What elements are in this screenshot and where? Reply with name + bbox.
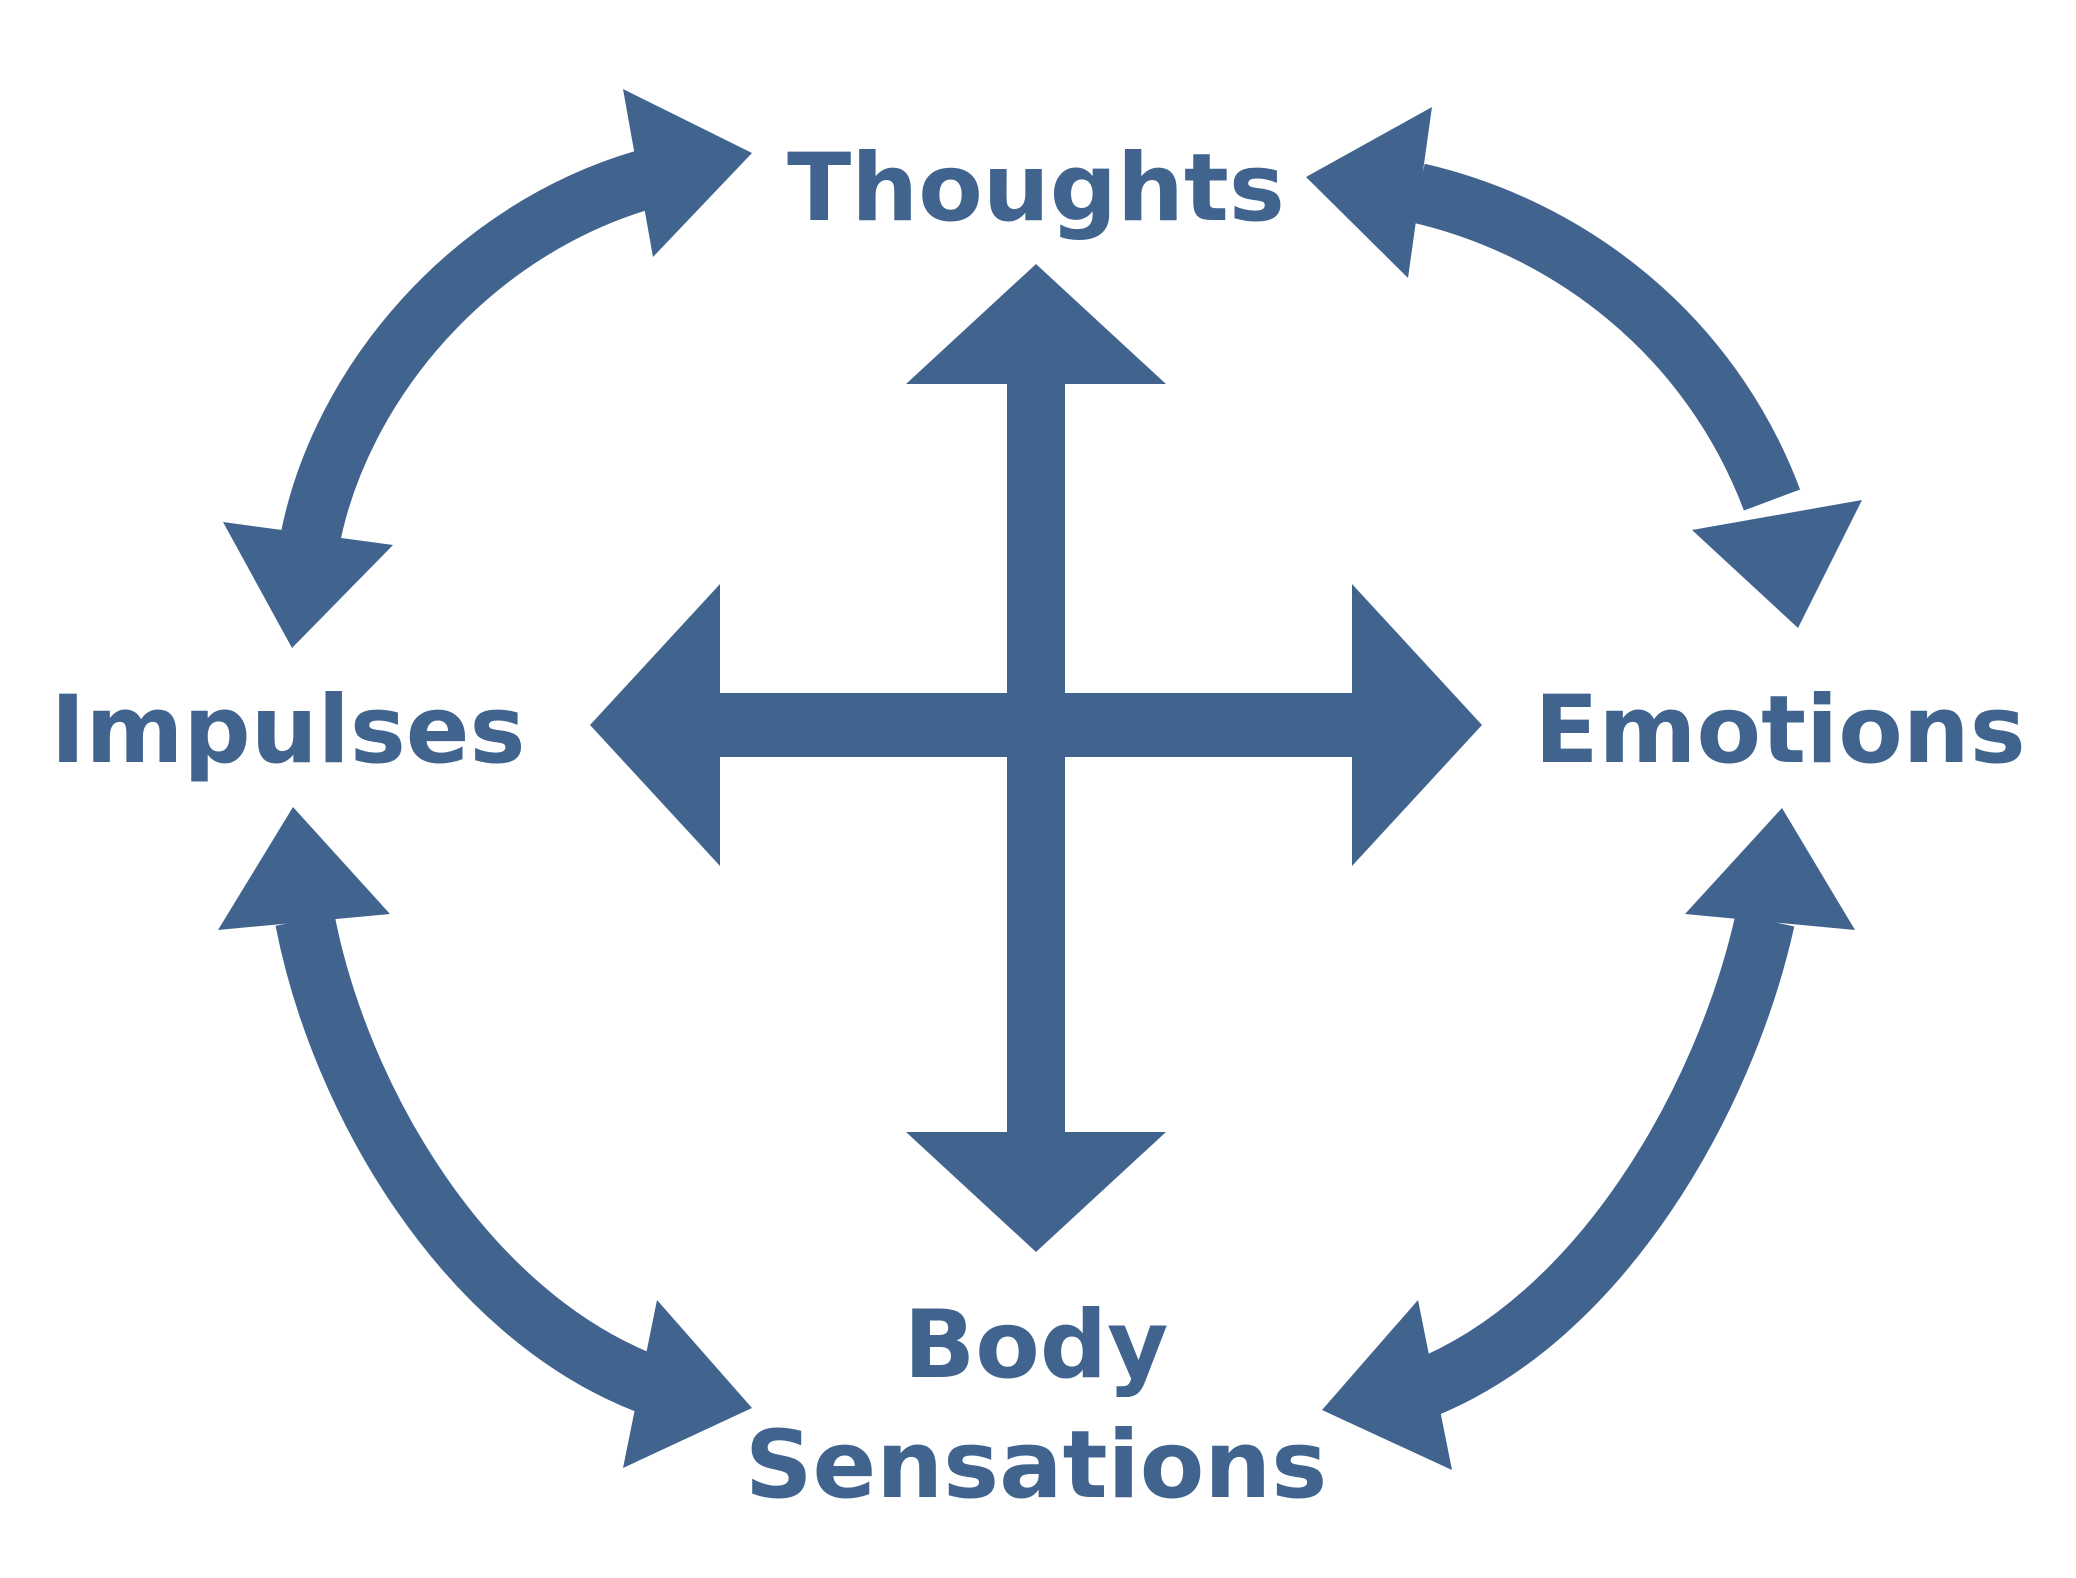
arrowhead-toward-emotions — [1692, 500, 1862, 628]
arrowhead-toward-thoughts — [1306, 107, 1432, 278]
arrowhead-toward-body-sensations — [1322, 1300, 1452, 1470]
arrowhead-toward-impulses — [218, 807, 390, 930]
node-label-body-sensations-line2: Sensations — [745, 1411, 1327, 1520]
curved-arrow-shaft — [1408, 913, 1795, 1418]
arrowhead-toward-impulses — [223, 522, 393, 648]
node-label-thoughts: Thoughts — [787, 134, 1285, 243]
curved-arrow-impulses-body-sensations — [218, 807, 752, 1468]
node-label-emotions: Emotions — [1534, 676, 2025, 785]
curved-arrow-emotions-body-sensations — [1322, 808, 1855, 1470]
center-horizontal-shaft — [720, 693, 1352, 757]
curved-arrow-thoughts-impulses — [223, 89, 752, 648]
curved-arrow-shaft — [280, 149, 659, 547]
node-label-impulses: Impulses — [50, 676, 525, 785]
curved-arrow-shaft — [1411, 163, 1801, 511]
center-arrowhead-right — [1352, 584, 1482, 866]
arrowhead-toward-emotions — [1685, 808, 1855, 930]
curved-arrow-thoughts-emotions — [1306, 107, 1862, 628]
arrowhead-toward-thoughts — [623, 89, 752, 257]
arrowhead-toward-body-sensations — [623, 1300, 752, 1468]
node-label-body-sensations-line1: Body — [904, 1291, 1169, 1400]
center-four-way-arrow — [590, 264, 1482, 1252]
center-arrowhead-left — [590, 584, 720, 866]
center-arrowhead-up — [906, 264, 1166, 384]
center-arrowhead-down — [906, 1132, 1166, 1252]
curved-arrow-shaft — [275, 914, 661, 1414]
